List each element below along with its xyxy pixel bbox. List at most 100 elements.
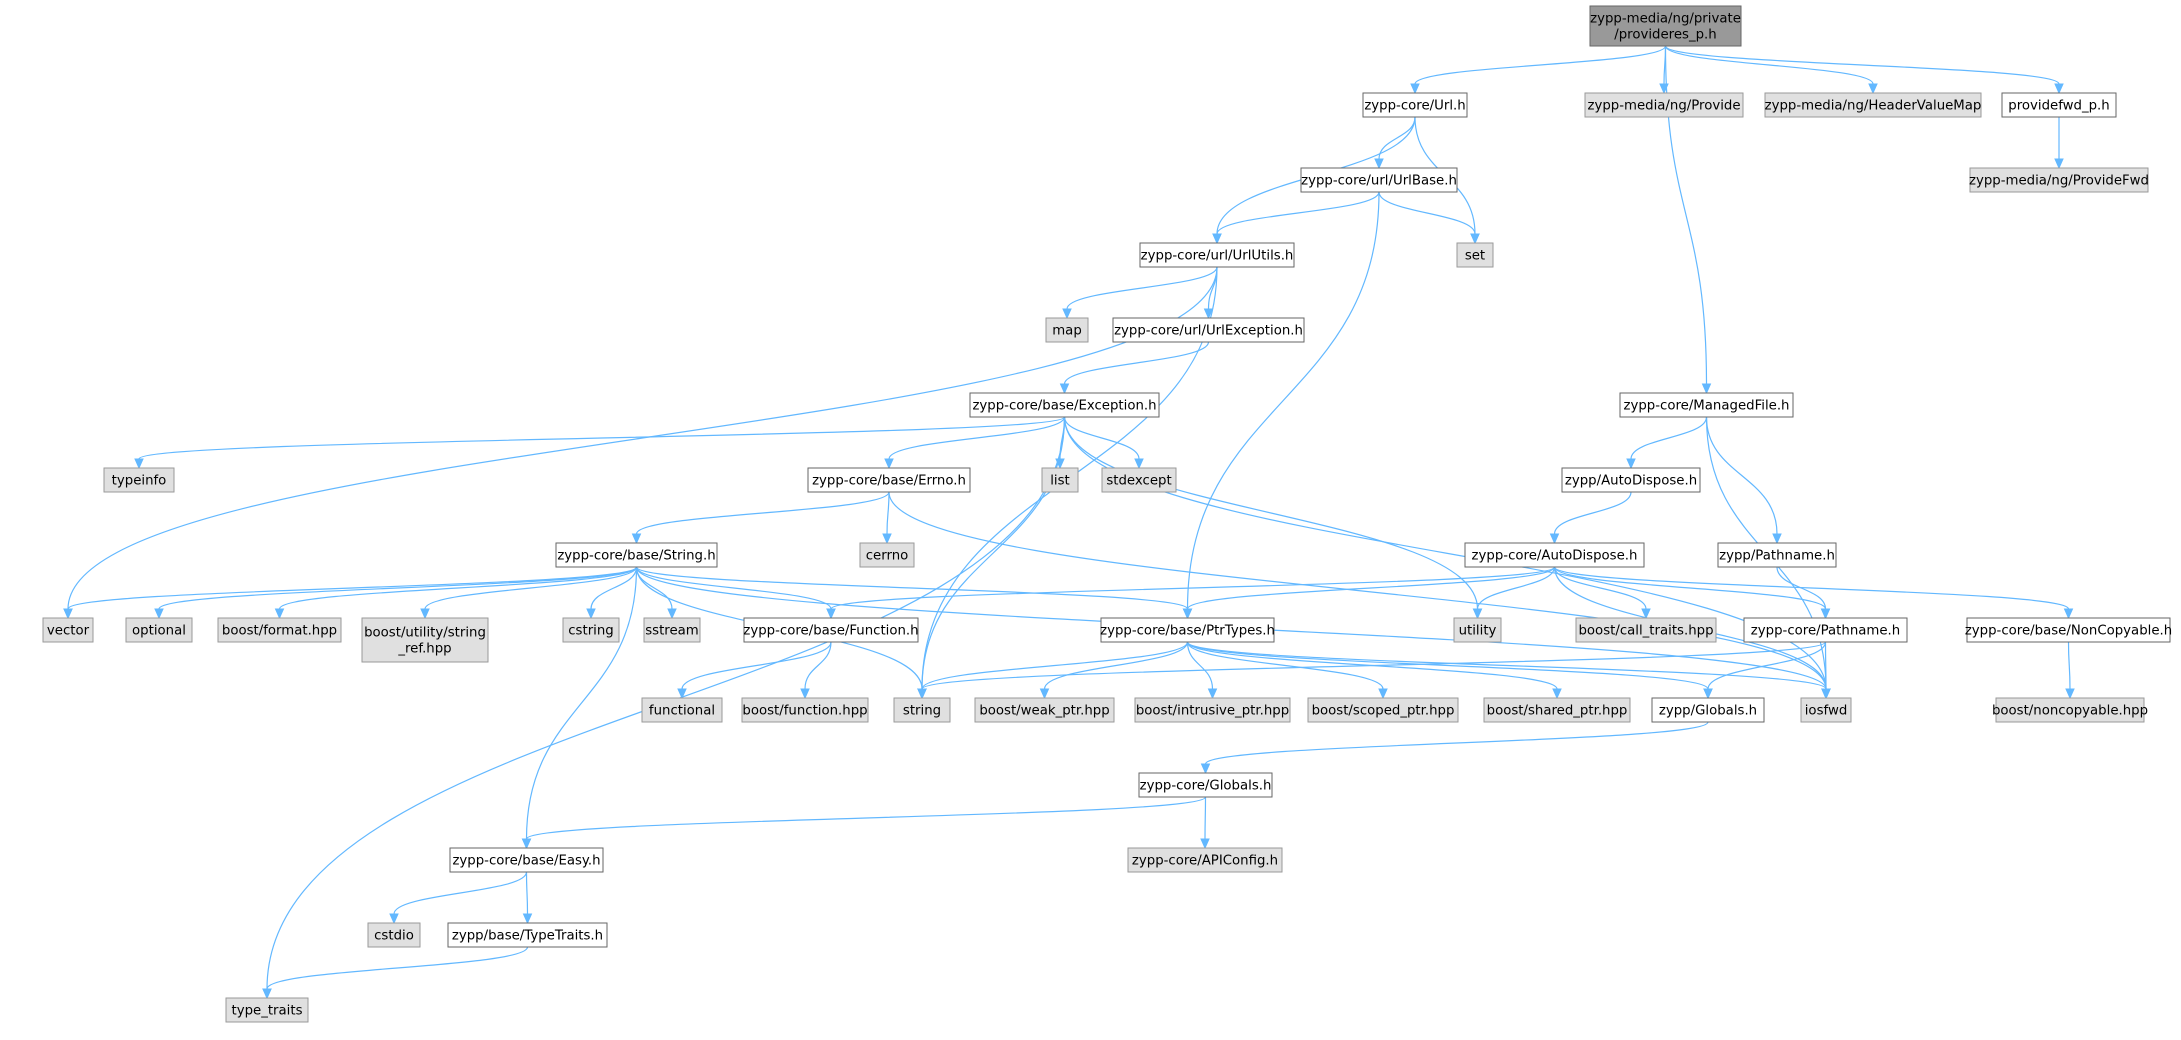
dependency-edge-ptrtypes-to-shared_ptr <box>1186 641 1562 700</box>
edge-line <box>1186 641 1384 690</box>
node-functional[interactable]: functional <box>641 697 723 723</box>
node-vector[interactable]: vector <box>42 617 94 643</box>
node-root[interactable]: zypp-media/ng/private/provideres_p.h <box>1589 5 1742 47</box>
edge-line <box>1553 566 1647 610</box>
node-list[interactable]: list <box>1041 467 1079 493</box>
edge-arrowhead <box>2065 688 2075 700</box>
node-box <box>974 697 1115 723</box>
node-urlbase[interactable]: zypp-core/url/UrlBase.h <box>1300 167 1458 193</box>
node-exception[interactable]: zypp-core/base/Exception.h <box>969 392 1160 418</box>
node-core_globals[interactable]: zypp-core/Globals.h <box>1138 772 1273 798</box>
node-url_h[interactable]: zypp-core/Url.h <box>1362 92 1468 118</box>
dependency-edge-ptrtypes-to-weak_ptr <box>1039 641 1189 700</box>
edge-line <box>158 566 638 610</box>
node-errno[interactable]: zypp-core/base/Errno.h <box>807 467 971 493</box>
node-function_h[interactable]: zypp-core/base/Function.h <box>743 617 919 643</box>
dependency-edge-noncopyable_h-to-boost_noncopyable <box>2065 641 2075 700</box>
node-box <box>807 467 971 493</box>
node-urlutils[interactable]: zypp-core/url/UrlUtils.h <box>1139 242 1295 268</box>
node-zypp_pathname[interactable]: zypp/Pathname.h <box>1717 542 1837 568</box>
node-label: zypp-media/ng/Provide <box>1587 99 1740 114</box>
node-zypp_autodispose[interactable]: zypp/AutoDispose.h <box>1561 467 1701 493</box>
node-string[interactable]: string <box>893 697 951 723</box>
node-map[interactable]: map <box>1045 317 1089 343</box>
edge-arrowhead <box>586 608 596 620</box>
node-easy[interactable]: zypp-core/base/Easy.h <box>449 847 604 873</box>
node-box <box>1561 467 1701 493</box>
edge-line <box>1664 45 2060 85</box>
node-boost_function[interactable]: boost/function.hpp <box>741 697 869 723</box>
dependency-edge-ptrtypes-to-zypp_globals <box>1186 641 1713 700</box>
node-label: providefwd_p.h <box>2008 99 2109 114</box>
node-shared_ptr[interactable]: boost/shared_ptr.hpp <box>1483 697 1631 723</box>
edge-line <box>921 416 1066 690</box>
node-scoped_ptr[interactable]: boost/scoped_ptr.hpp <box>1307 697 1459 723</box>
node-core_pathname[interactable]: zypp-core/Pathname.h <box>1743 617 1908 643</box>
dependency-edge-core_globals-to-easy <box>521 796 1207 850</box>
dependency-edge-core_pathname-to-zypp_globals <box>1703 641 1827 700</box>
dependency-edge-core_autodispose-to-core_pathname <box>1553 566 1831 620</box>
edge-arrowhead <box>1378 688 1388 700</box>
dependency-edge-ptrtypes-to-iosfwd <box>1186 641 1831 700</box>
node-intrusive_ptr[interactable]: boost/intrusive_ptr.hpp <box>1134 697 1291 723</box>
edge-line <box>1776 566 1827 610</box>
dependency-edge-errno-to-iosfwd <box>888 491 1831 700</box>
dependency-edge-typetraits_h-to-type_traits <box>262 946 529 1000</box>
node-typetraits_h[interactable]: zypp/base/TypeTraits.h <box>447 922 608 948</box>
node-boost_format[interactable]: boost/format.hpp <box>217 617 342 643</box>
edge-line <box>1414 45 1667 85</box>
node-type_traits[interactable]: type_traits <box>225 997 309 1023</box>
edge-arrowhead <box>1374 158 1384 170</box>
node-stdexcept[interactable]: stdexcept <box>1101 467 1177 493</box>
node-providefwd[interactable]: zypp-media/ng/ProvideFwd <box>1969 167 2149 193</box>
node-noncopyable_h[interactable]: zypp-core/base/NonCopyable.h <box>1965 617 2172 643</box>
nodes-layer: zypp-media/ng/private/provideres_p.hzypp… <box>42 5 2172 1023</box>
node-label: zypp-core/url/UrlUtils.h <box>1141 249 1294 264</box>
edge-arrowhead <box>667 608 677 620</box>
node-boost_noncopyable[interactable]: boost/noncopyable.hpp <box>1992 697 2148 723</box>
node-iosfwd[interactable]: iosfwd <box>1800 697 1852 723</box>
node-utility[interactable]: utility <box>1453 617 1502 643</box>
node-boost_string_ref[interactable]: boost/utility/string_ref.hpp <box>361 617 489 663</box>
node-label: zypp-core/Url.h <box>1364 99 1465 114</box>
node-box <box>859 542 915 568</box>
node-cstdio[interactable]: cstdio <box>367 922 421 948</box>
node-providefwd_p[interactable]: providefwd_p.h <box>2001 92 2117 118</box>
node-core_autodispose[interactable]: zypp-core/AutoDispose.h <box>1464 542 1645 568</box>
edge-line <box>804 641 832 690</box>
dependency-edge-string_h-to-easy <box>521 566 638 850</box>
node-label: boost/intrusive_ptr.hpp <box>1136 704 1289 719</box>
node-label: boost/noncopyable.hpp <box>1992 704 2148 719</box>
node-label: zypp-core/Globals.h <box>1140 779 1272 794</box>
node-call_traits[interactable]: boost/call_traits.hpp <box>1575 617 1717 643</box>
node-box <box>1969 167 2149 193</box>
node-sstream[interactable]: sstream <box>643 617 701 643</box>
node-provide[interactable]: zypp-media/ng/Provide <box>1584 92 1744 118</box>
node-urlexception[interactable]: zypp-core/url/UrlException.h <box>1112 317 1305 343</box>
edge-line <box>1066 266 1218 310</box>
node-set[interactable]: set <box>1456 242 1494 268</box>
node-typeinfo[interactable]: typeinfo <box>103 467 175 493</box>
node-zypp_globals[interactable]: zypp/Globals.h <box>1651 697 1765 723</box>
edge-line <box>681 641 832 690</box>
node-apiconfig[interactable]: zypp-core/APIConfig.h <box>1127 847 1283 873</box>
edge-arrowhead <box>1207 688 1218 700</box>
node-optional[interactable]: optional <box>125 617 193 643</box>
dependency-edge-function_h-to-boost_function <box>800 641 832 700</box>
node-label: cstdio <box>374 929 414 944</box>
node-headervaluemap[interactable]: zypp-media/ng/HeaderValueMap <box>1764 92 1982 118</box>
node-label: zypp-media/ng/private <box>1590 12 1741 27</box>
edge-arrowhead <box>154 608 164 620</box>
node-cstring[interactable]: cstring <box>562 617 620 643</box>
node-managedfile[interactable]: zypp-core/ManagedFile.h <box>1619 392 1794 418</box>
node-weak_ptr[interactable]: boost/weak_ptr.hpp <box>974 697 1115 723</box>
node-ptrtypes[interactable]: zypp-core/base/PtrTypes.h <box>1100 617 1275 643</box>
dependency-edge-errno-to-string_h <box>631 491 890 545</box>
node-string_h[interactable]: zypp-core/base/String.h <box>555 542 718 568</box>
node-cerrno[interactable]: cerrno <box>859 542 915 568</box>
node-box <box>1584 92 1744 118</box>
edge-line <box>278 566 638 610</box>
edge-line <box>1476 566 1556 610</box>
edge-arrowhead <box>1410 83 1420 95</box>
edge-arrowhead <box>1203 308 1214 320</box>
